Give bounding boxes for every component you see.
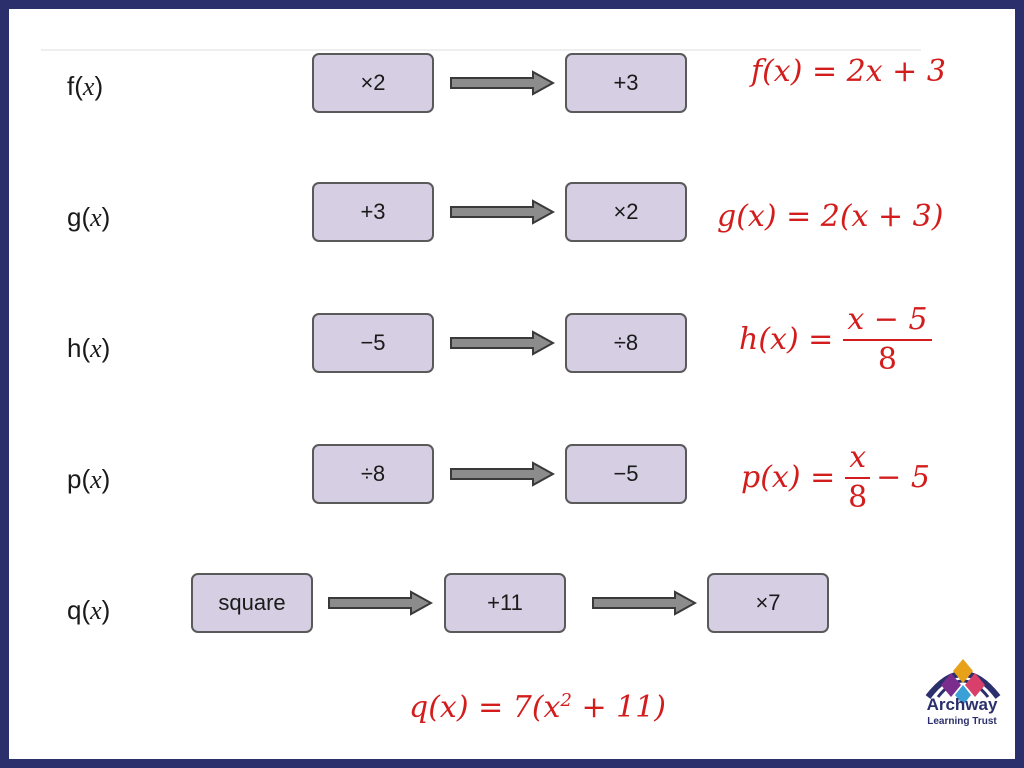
arrow-right-icon [450,70,555,96]
equation-f: f(x) = 2x + 3 [751,54,946,89]
equation-q-lhs: q(x) = 7(x [409,690,561,725]
op-box-f-1: ×2 [312,53,434,113]
equation-q-exponent: 2 [560,690,572,711]
equation-h-numerator: x − 5 [847,302,928,337]
equation-q-rest: + 11) [571,690,666,725]
label-h-var: x [90,334,102,363]
label-h-name: h( [67,333,91,363]
op-box-q-1: square [191,573,313,633]
label-q-var: x [90,596,102,625]
op-box-p-1: ÷8 [312,444,434,504]
label-h: h(x) [67,333,110,364]
equation-q: q(x) = 7(x2 + 11) [409,692,666,723]
label-f-var: x [82,72,95,101]
equation-p-rest: − 5 [876,460,930,495]
label-p-name: p( [67,464,91,494]
op-box-q-3: ×7 [707,573,829,633]
equation-p-fraction: x 8 [845,440,871,513]
equation-p-denominator: 8 [845,477,871,513]
label-g-var: x [90,203,102,232]
label-f: f(x) [67,71,103,102]
label-p-close: ) [101,464,111,494]
archway-logo-icon [925,659,1001,705]
logo-line1: Archway [926,695,998,714]
arrow-right-icon [450,199,555,225]
label-q-close: ) [101,595,111,625]
equation-p-numerator: x [849,440,867,475]
arrow-right-icon [450,330,555,356]
op-box-h-1: −5 [312,313,434,373]
label-p: p(x) [67,464,110,495]
label-g: g(x) [67,202,110,233]
label-q: q(x) [67,595,110,626]
label-h-close: ) [101,333,111,363]
equation-p: p(x) = x 8 − 5 [741,443,930,513]
arrow-right-icon [450,461,555,487]
divider [41,49,921,51]
logo-line2: Learning Trust [927,716,997,727]
label-p-var: x [90,465,102,494]
op-box-h-2: ÷8 [565,313,687,373]
arrow-right-icon [592,590,697,616]
slide: f(x) g(x) h(x) p(x) q(x) ×2 +3 +3 ×2 −5 … [9,9,1015,759]
equation-h-denominator: 8 [843,339,932,375]
op-box-p-2: −5 [565,444,687,504]
logo-text: Archway Learning Trust [912,695,1012,727]
label-g-name: g( [67,202,91,232]
label-g-close: ) [101,202,111,232]
op-box-g-1: +3 [312,182,434,242]
equation-h-lhs: h(x) = [739,322,834,357]
label-f-close: ) [94,71,104,101]
op-box-q-2: +11 [444,573,566,633]
op-box-g-2: ×2 [565,182,687,242]
arrow-right-icon [328,590,433,616]
equation-g: g(x) = 2(x + 3) [717,199,944,234]
label-f-name: f( [67,71,83,101]
op-box-f-2: +3 [565,53,687,113]
equation-p-lhs: p(x) = [741,460,836,495]
equation-h-fraction: x − 5 8 [843,302,932,375]
label-q-name: q( [67,595,91,625]
equation-h: h(x) = x − 5 8 [739,305,932,375]
